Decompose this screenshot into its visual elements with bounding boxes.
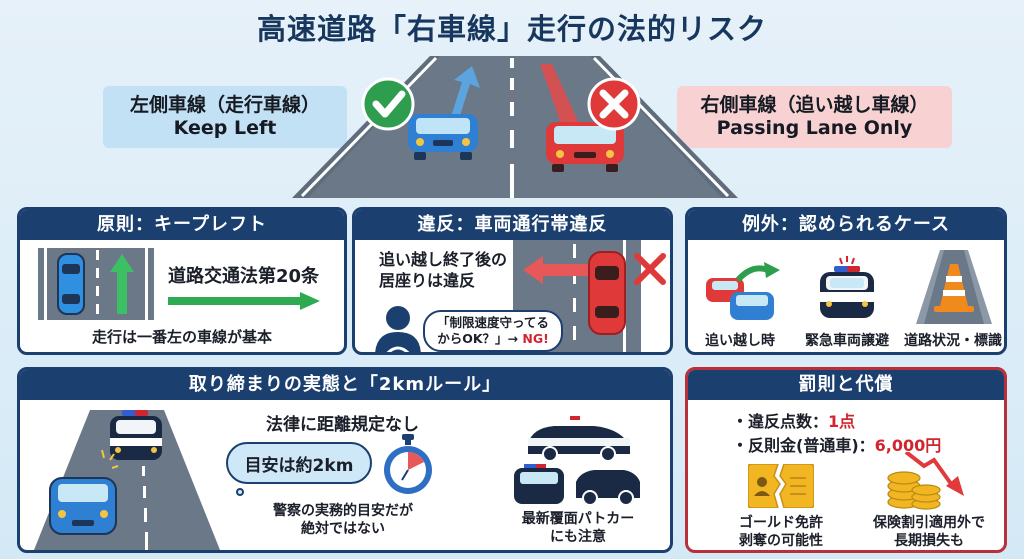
panel-penalty-header: 罰則と代償 — [688, 370, 1004, 400]
right-lane-en: Passing Lane Only — [716, 117, 913, 139]
panel-enforcement-header: 取り締まりの実態と「2kmルール」 — [20, 370, 670, 400]
insurance-loss: 保険割引適用外で 長期損失も — [856, 514, 1002, 550]
points-value: 1点 — [828, 412, 856, 431]
panel-exceptions-header: 例外：認められるケース — [688, 210, 1004, 240]
speech-bubble: 「制限速度守ってる からOK？」→ NG! — [423, 310, 563, 352]
gold-line-2: 剥奪の可能性 — [739, 533, 823, 550]
penalty-fine: ・反則金(普通車)：6,000円 — [732, 432, 941, 456]
ins-line-1: 保険割引適用外で — [873, 515, 985, 531]
lane-diagram-icon — [38, 248, 154, 320]
fine-value: 6,000円 — [874, 436, 942, 455]
panel-exceptions: 例外：認められるケース 追い越し時 緊急車両譲避 道路状況 — [685, 207, 1007, 355]
up-right-arrow-icon — [442, 66, 480, 122]
panel-enforcement: 取り締まりの実態と「2kmルール」 法律に距離規定なし 目安は約2km — [17, 367, 673, 553]
police-guideline-note: 警察の実務的目安だが 絶対ではない — [250, 502, 436, 538]
exception-label-road-signs: 道路状況・標識 — [904, 333, 1002, 349]
fine-label: ・反則金(普通車)： — [732, 436, 875, 455]
cloud-tail-dot — [236, 488, 244, 496]
bubble-line-1: 「制限速度守ってる — [437, 315, 549, 330]
panel-violation-header: 違反：車両通行帯違反 — [355, 210, 670, 240]
gold-line-1: ゴールド免許 — [739, 515, 823, 531]
police-car-icon — [820, 256, 874, 318]
panel-violation: 違反：車両通行帯違反 追い越し終了後の 居座りは違反 「制限速 — [352, 207, 673, 355]
broken-license-icon — [748, 464, 814, 508]
ins-line-2: 長期損失も — [894, 533, 964, 550]
right-arrow-icon — [168, 292, 320, 310]
coins-decline-icon — [887, 452, 964, 510]
police-car-front-icon — [110, 410, 162, 460]
traffic-cone-icon — [916, 250, 992, 324]
panel-principle: 原則：キープレフト 道路交通法第20条 走行は一番左の車線が基本 — [17, 207, 347, 355]
overtaking-cars-icon — [706, 262, 780, 320]
stopwatch-icon — [384, 434, 432, 494]
blue-car-front-icon — [49, 477, 117, 535]
violation-line-2: 居座りは違反 — [379, 270, 476, 290]
driver-icon — [375, 306, 421, 352]
note-line-1: 警察の実務的目安だが — [273, 503, 413, 519]
unmarked-car-warning: 最新覆面パトカー にも注意 — [498, 510, 658, 546]
ng-badge: NG! — [522, 331, 549, 347]
x-icon — [587, 77, 641, 131]
check-icon — [361, 77, 415, 131]
thought-cloud: 目安は約2km — [226, 442, 372, 484]
hero-road-illustration — [290, 52, 740, 200]
x-mark-icon — [634, 253, 666, 285]
exception-label-overtaking: 追い越し時 — [705, 333, 775, 349]
guideline-2km: 目安は約2km — [244, 455, 354, 476]
red-car-icon — [546, 122, 624, 172]
points-label: ・違反点数： — [732, 412, 829, 431]
unmarked-line-1: 最新覆面パトカー — [521, 511, 635, 527]
unmarked-line-2: にも注意 — [550, 529, 606, 546]
violation-text: 追い越し終了後の 居座りは違反 — [379, 250, 507, 292]
right-lane-jp: 右側車線（追い越し車線） — [700, 94, 929, 117]
blue-car-icon — [408, 114, 478, 160]
panel-principle-header: 原則：キープレフト — [20, 210, 344, 240]
violation-line-1: 追い越し終了後の — [379, 250, 508, 269]
left-lane-label: 左側車線（走行車線） Keep Left — [103, 86, 347, 148]
left-arrow-icon — [523, 256, 593, 284]
left-lane-jp: 左側車線（走行車線） — [129, 94, 320, 117]
no-distance-rule: 法律に距離規定なし — [266, 415, 419, 435]
note-line-2: 絶対ではない — [301, 521, 385, 538]
law-article: 道路交通法第20条 — [168, 266, 320, 287]
right-lane-label: 右側車線（追い越し車線） Passing Lane Only — [677, 86, 952, 148]
panel-penalty: 罰則と代償 ・違反点数：1点 ・反則金(普通車)：6,000円 ゴールド免許 剥… — [685, 367, 1007, 553]
principle-caption: 走行は一番左の車線が基本 — [91, 328, 272, 346]
left-lane-en: Keep Left — [173, 117, 277, 139]
bubble-line-2: からOK？」→ — [437, 331, 518, 347]
page-title: 高速道路「右車線」走行の法的リスク — [256, 12, 767, 46]
highway-police-illustration — [34, 410, 220, 550]
exception-label-emergency: 緊急車両譲避 — [805, 333, 889, 349]
penalty-points: ・違反点数：1点 — [732, 408, 855, 432]
lane-change-illustration — [513, 240, 666, 352]
red-car-top-icon — [588, 251, 626, 335]
unmarked-police-cars-icon — [514, 416, 640, 506]
gold-license-risk: ゴールド免許 剥奪の可能性 — [708, 514, 854, 550]
